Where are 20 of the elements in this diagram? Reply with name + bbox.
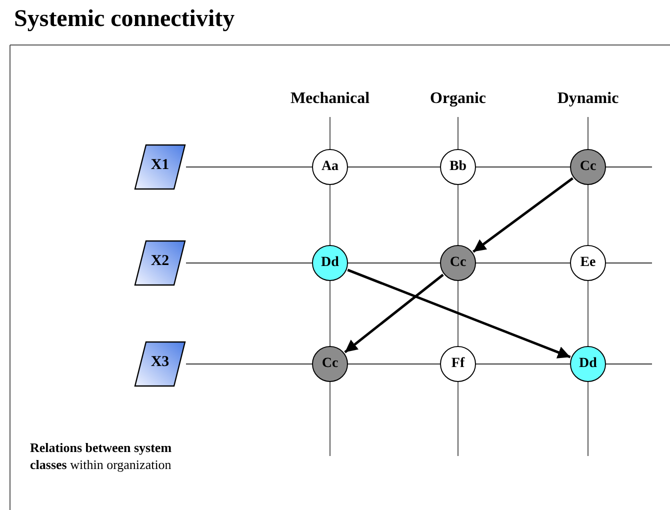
column-header: Organic xyxy=(430,90,486,108)
class-circle: Ee xyxy=(570,245,606,281)
arrow xyxy=(347,268,571,358)
arrow xyxy=(472,177,574,253)
class-circle: Ff xyxy=(440,346,476,382)
diagram-title: Systemic connectivity xyxy=(14,6,235,33)
column-header: Mechanical xyxy=(290,90,370,108)
note-text: Relations between system classes within organization xyxy=(30,440,173,474)
row-parallelogram: X1 xyxy=(134,144,186,190)
row-parallelogram: X3 xyxy=(134,341,186,387)
class-circle: Dd xyxy=(312,245,348,281)
class-circle: Cc xyxy=(312,346,348,382)
column-header: Dynamic xyxy=(557,90,619,108)
class-circle: Cc xyxy=(440,245,476,281)
class-circle: Bb xyxy=(440,149,476,185)
class-circle: Aa xyxy=(312,149,348,185)
class-circle: Cc xyxy=(570,149,606,185)
class-circle: Dd xyxy=(570,346,606,382)
row-parallelogram: X2 xyxy=(134,240,186,286)
arrow xyxy=(344,274,444,354)
